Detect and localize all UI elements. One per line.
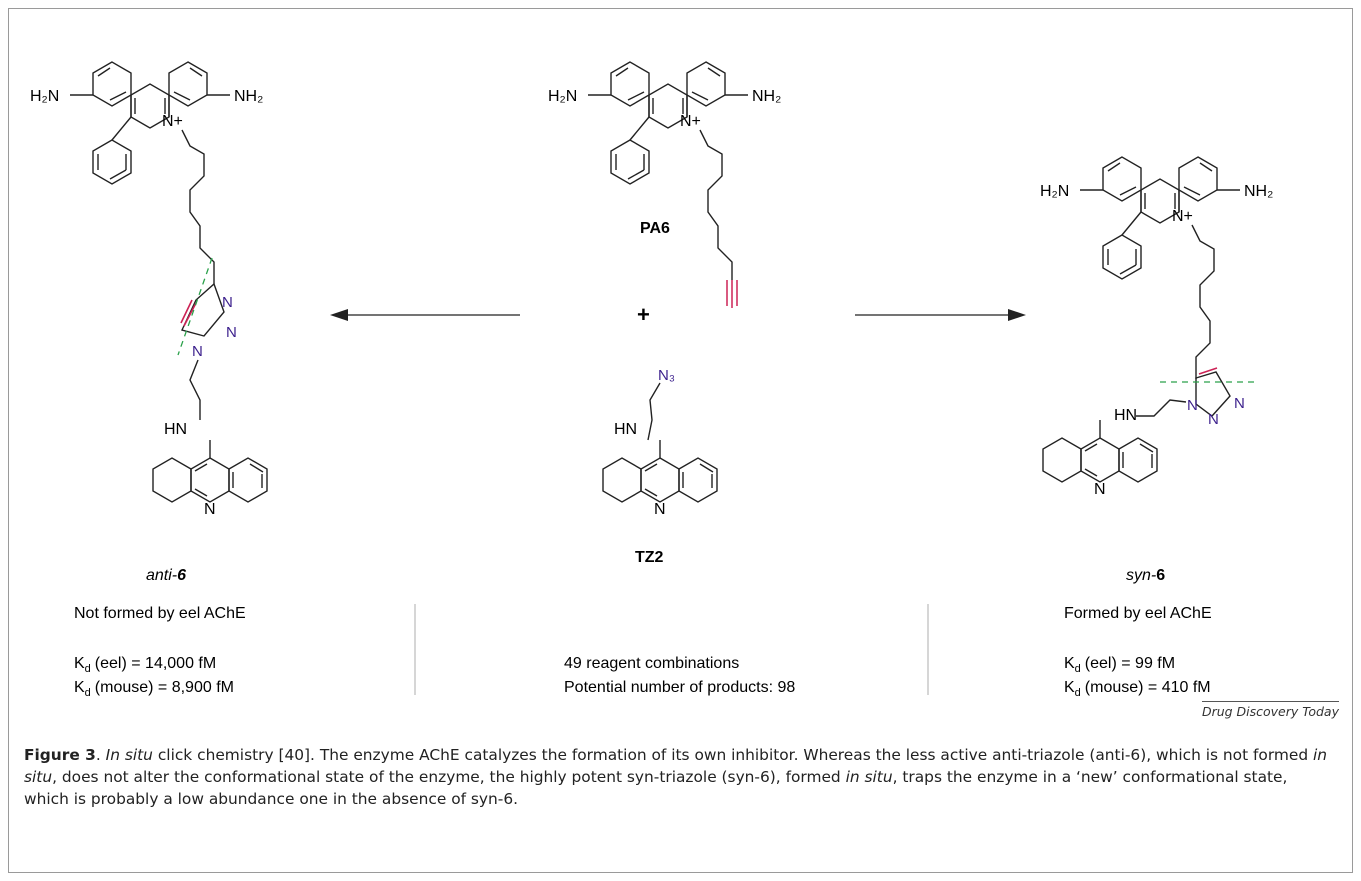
caption-italic: In situ: [105, 746, 153, 764]
atom-label-nplus: N+: [162, 113, 183, 130]
caption-text: click chemistry [40]. The enzyme AChE ca…: [152, 746, 1314, 764]
syn-6-kd-eel: Kd(eel) = 99 fM: [1064, 655, 1175, 675]
syn-6-formation: Formed by eel AChE: [1064, 605, 1212, 622]
pa6-label: PA6: [640, 220, 670, 237]
pa6-structure: H₂N NH₂ N+: [548, 61, 781, 308]
potential-products: Potential number of products: 98: [564, 679, 795, 696]
caption-text: , does not alter the conformational stat…: [52, 768, 846, 786]
anti-6-formation: Not formed by eel AChE: [74, 605, 246, 622]
journal-credit: Drug Discovery Today: [1201, 701, 1339, 719]
atom-label-n: N: [204, 501, 216, 518]
anti-6-structure: H₂N NH₂ N+: [30, 61, 263, 284]
atom-label-nplus: N+: [680, 113, 701, 130]
atom-label-hn: HN: [614, 421, 637, 438]
atom-label-h2n: H₂N: [30, 88, 59, 105]
anti-6-triazole: N N N: [177, 257, 237, 420]
atom-label-h2n: H₂N: [548, 88, 577, 105]
syn-6-kd-mouse: Kd(mouse) = 410 fM: [1064, 679, 1211, 699]
arrow-to-syn-6: [855, 309, 1026, 321]
tz2-label: TZ2: [635, 549, 664, 566]
arrow-to-anti-6: [330, 309, 520, 321]
anti-6-name: anti-6: [146, 567, 186, 584]
tz2-tacrine: HN N: [602, 421, 718, 518]
atom-label-n: N: [222, 294, 233, 311]
figure-caption: Figure 3. In situ click chemistry [40]. …: [24, 744, 1334, 810]
atom-label-n: N: [1187, 397, 1198, 414]
atom-label-nh2: NH₂: [752, 88, 781, 105]
atom-label-nplus: N+: [1172, 208, 1193, 225]
anti-6-kd-eel: Kd(eel) = 14,000 fM: [74, 655, 216, 675]
caption-text: , traps the enzyme in a ‘new’ conformati…: [24, 768, 1288, 808]
atom-label-nh2: NH₂: [234, 88, 263, 105]
syn-6-name: syn-6: [1126, 567, 1165, 584]
atom-label-n: N: [1094, 481, 1106, 498]
syn-6-tacrine: HN N: [1042, 407, 1158, 498]
atom-label-nh2: NH₂: [1244, 183, 1273, 200]
atom-label-n3: N₃: [658, 367, 675, 384]
atom-label-hn: HN: [164, 421, 187, 438]
anti-6-tacrine: HN N: [152, 421, 268, 518]
syn-6-structure: H₂N NH₂ N+: [1040, 156, 1273, 379]
caption-text: .: [95, 746, 106, 764]
caption-italic: in situ: [845, 768, 893, 786]
caption-italic: in situ: [24, 746, 1328, 786]
caption-label: Figure 3: [24, 746, 96, 764]
atom-label-n: N: [226, 324, 237, 341]
atom-label-hn: HN: [1114, 407, 1137, 424]
atom-label-n: N: [192, 343, 203, 360]
figure-frame: [8, 8, 1353, 873]
atom-label-h2n: H₂N: [1040, 183, 1069, 200]
reagent-combinations: 49 reagent combinations: [564, 655, 739, 672]
syn-6-triazole: N N N: [1136, 367, 1256, 428]
plus-sign: +: [637, 302, 650, 327]
atom-label-n: N: [1208, 411, 1219, 428]
atom-label-n: N: [1234, 395, 1245, 412]
atom-label-n: N: [654, 501, 666, 518]
anti-6-kd-mouse: Kd(mouse) = 8,900 fM: [74, 679, 234, 699]
tz2-structure: N₃: [647, 367, 675, 441]
